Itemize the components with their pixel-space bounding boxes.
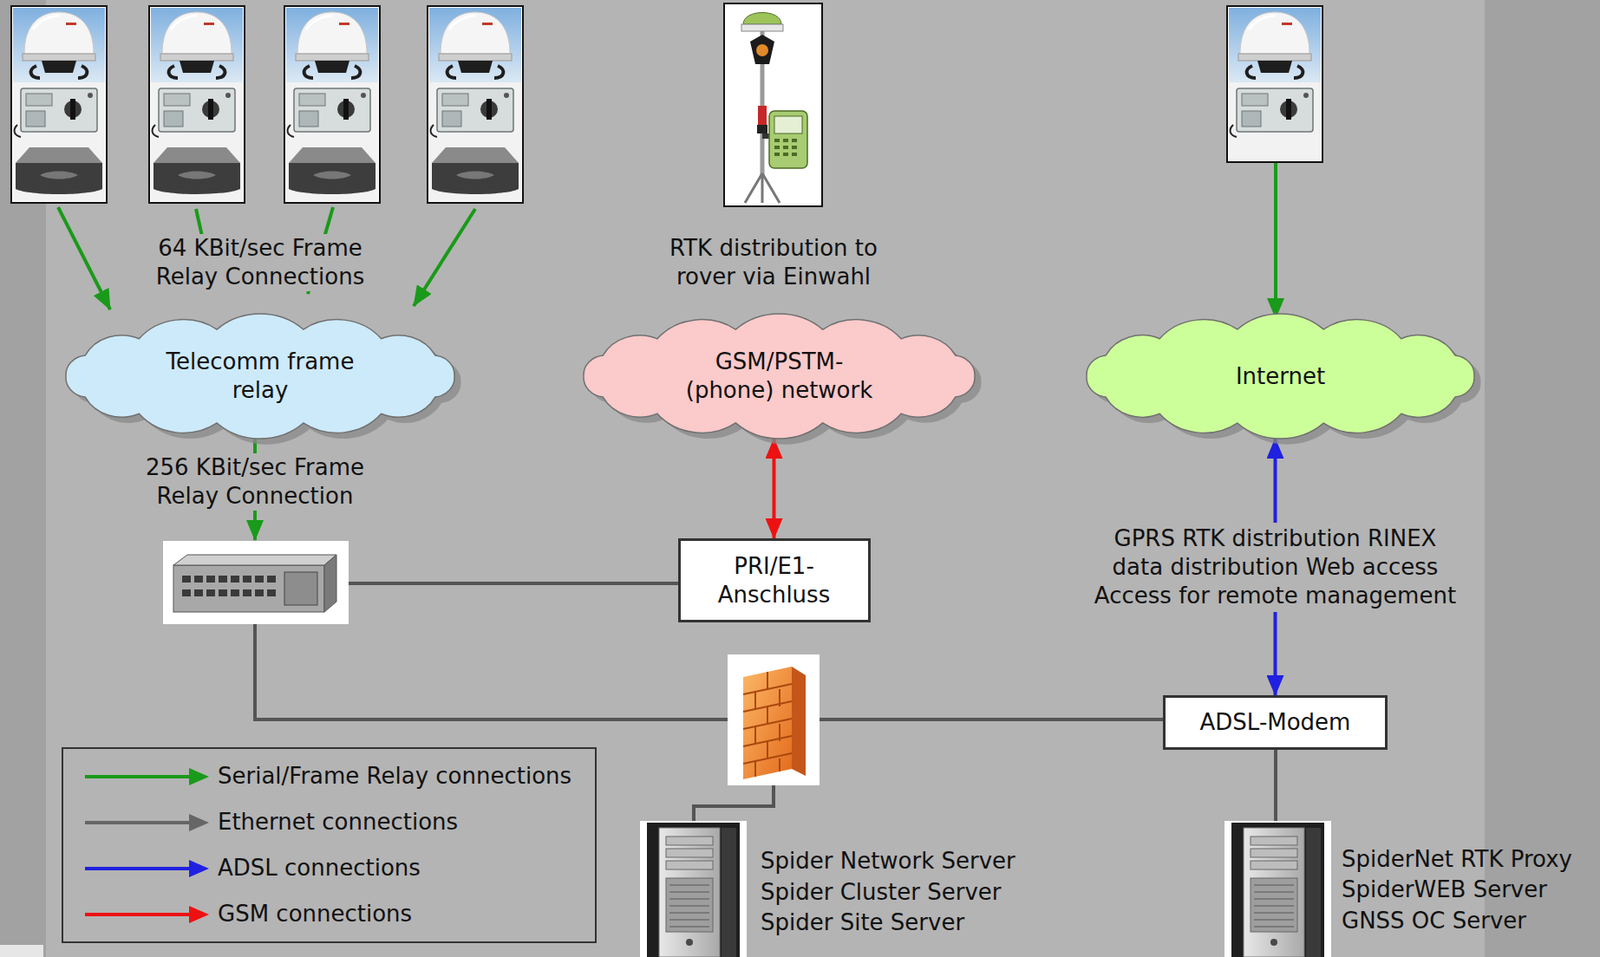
node-text-group: ADSL-Modem bbox=[1200, 708, 1352, 738]
server-name: SpiderNet RTK Proxy bbox=[1341, 845, 1573, 875]
reference-station bbox=[283, 5, 381, 204]
legend-swatch bbox=[84, 904, 211, 926]
server-tower bbox=[1224, 821, 1332, 957]
legend-text: GSM connections bbox=[217, 900, 412, 929]
node-text: ADSL-Modem bbox=[1200, 708, 1352, 738]
legend-swatch bbox=[84, 766, 211, 788]
corner-icon bbox=[0, 945, 44, 957]
node-text-group: PRI/E1- Anschluss bbox=[696, 552, 853, 610]
cloud-outline bbox=[1086, 313, 1475, 439]
main-ground bbox=[45, 0, 1485, 957]
legend-arrowhead bbox=[189, 768, 209, 786]
legend-line bbox=[84, 867, 193, 871]
edge-label: GPRS RTK distribution RINEX data distrib… bbox=[1084, 522, 1468, 613]
legend-text: Serial/Frame Relay connections bbox=[217, 762, 572, 791]
process-box: ADSL-Modem bbox=[1162, 695, 1388, 751]
ethernet-wire bbox=[819, 718, 1163, 722]
connection-label: 256 KBit/sec Frame Relay Connection bbox=[125, 453, 385, 511]
process-box: PRI/E1- Anschluss bbox=[678, 538, 871, 623]
reference-station bbox=[1226, 5, 1324, 164]
internet-uplink-arrow bbox=[1273, 163, 1278, 319]
connection-label: RTK distribution to rover via Einwahl bbox=[643, 234, 904, 292]
server-name: Spider Cluster Server bbox=[760, 878, 1002, 908]
legend-text: ADSL connections bbox=[217, 854, 421, 883]
node-text-group: Internet bbox=[1235, 362, 1326, 392]
node-text: PRI/E1- Anschluss bbox=[696, 552, 853, 610]
legend-arrowhead bbox=[189, 814, 209, 832]
node-text: Telecomm frame relay bbox=[138, 347, 382, 405]
server-name: Spider Network Server bbox=[760, 847, 1016, 876]
legend-row: GSM connections bbox=[84, 891, 582, 938]
node-text-group: GSM/PSTM- (phone) network bbox=[675, 347, 884, 405]
legend-line bbox=[84, 913, 193, 917]
connection-label: 64 KBit/sec Frame Relay Connections bbox=[130, 234, 390, 292]
ethernet-wire bbox=[693, 785, 774, 822]
legend-row: Serial/Frame Relay connections bbox=[84, 753, 582, 800]
node-text: Internet bbox=[1235, 362, 1326, 392]
legend-swatch bbox=[84, 812, 211, 834]
reference-station bbox=[10, 5, 108, 204]
network-cloud: Telecomm frame relay bbox=[65, 313, 455, 439]
legend-text: Ethernet connections bbox=[217, 808, 458, 837]
cloud-shape bbox=[583, 313, 975, 439]
rover-pole bbox=[724, 3, 823, 207]
server-name: GNSS OC Server bbox=[1341, 907, 1527, 936]
server-name: SpiderWEB Server bbox=[1341, 875, 1548, 905]
connector bbox=[772, 438, 777, 539]
ethernet-wire bbox=[348, 581, 679, 586]
cloud-outline bbox=[65, 313, 455, 439]
legend-line bbox=[84, 821, 193, 825]
reference-station bbox=[148, 5, 246, 204]
frame-relay-arrow bbox=[413, 208, 476, 307]
firewall-icon bbox=[727, 654, 820, 786]
node-text-group: Telecomm frame relay bbox=[138, 347, 382, 405]
frame-relay-arrows bbox=[58, 163, 1276, 541]
network-cloud: Internet bbox=[1086, 313, 1475, 439]
legend-row: Ethernet connections bbox=[84, 799, 582, 846]
ethernet-wire bbox=[1273, 750, 1278, 822]
ethernet-wire bbox=[254, 624, 728, 720]
legend-line bbox=[84, 775, 193, 779]
cloud-shape bbox=[65, 313, 455, 439]
router-device bbox=[163, 541, 349, 625]
legend-box: Serial/Frame Relay connectionsEthernet c… bbox=[61, 747, 597, 944]
server-name: Spider Site Server bbox=[760, 908, 965, 938]
network-cloud: GSM/PSTM- (phone) network bbox=[583, 313, 975, 439]
frame-relay-arrow bbox=[58, 207, 111, 310]
reference-station bbox=[426, 5, 524, 204]
node-text: GSM/PSTM- (phone) network bbox=[675, 347, 884, 405]
server-tower bbox=[640, 821, 747, 957]
legend-arrowhead bbox=[189, 906, 209, 924]
legend-row: ADSL connections bbox=[84, 845, 582, 892]
legend-swatch bbox=[84, 858, 211, 880]
cloud-outline bbox=[583, 313, 975, 439]
legend-arrowhead bbox=[189, 860, 209, 878]
